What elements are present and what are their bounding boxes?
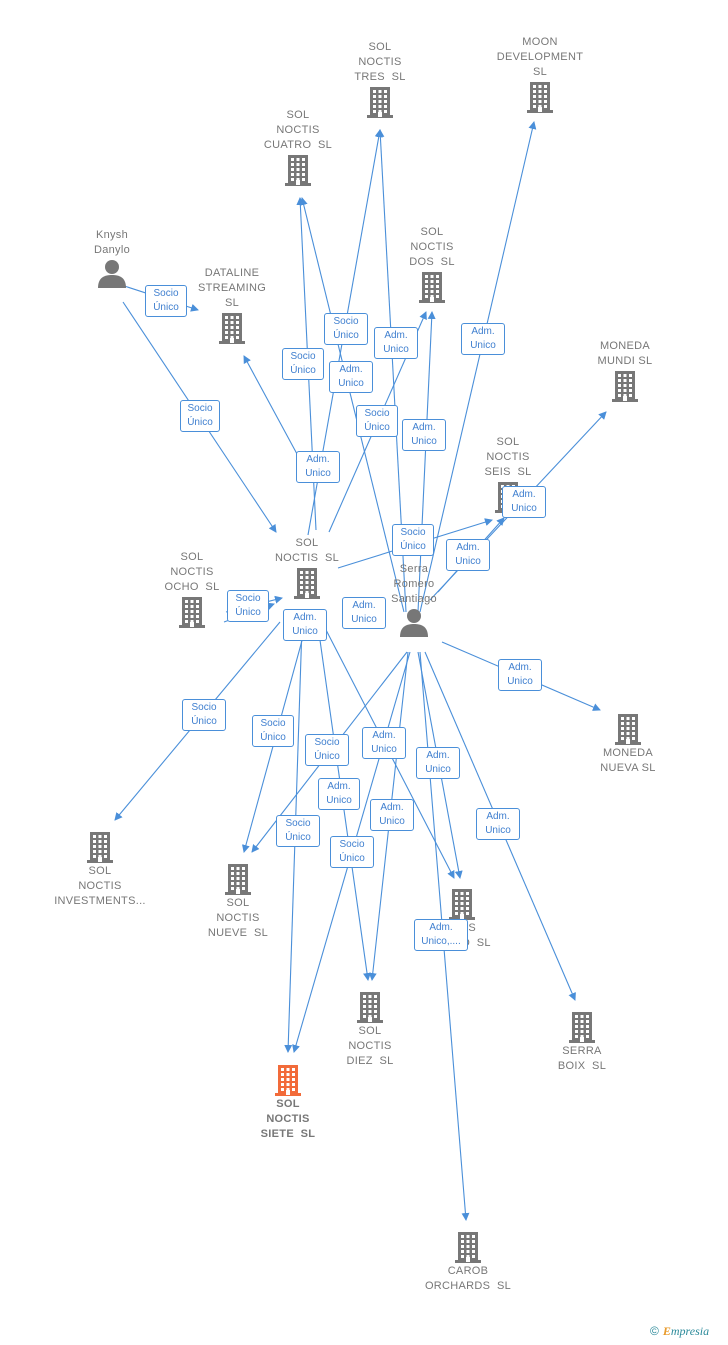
building-icon <box>565 369 685 403</box>
node-moneda-nueva[interactable]: MONEDA NUEVA SL <box>568 712 688 776</box>
relation-label: Socio Único <box>305 734 349 766</box>
building-icon <box>132 595 252 629</box>
node-sol-noctis-ocho[interactable]: SOL NOCTIS OCHO SL <box>132 550 252 629</box>
building-icon <box>228 1063 348 1097</box>
relation-label: Adm. Unico <box>362 727 406 759</box>
relation-label: Adm. Unico <box>461 323 505 355</box>
node-label: SOL NOCTIS CUATRO SL <box>263 109 333 151</box>
node-label: SOL NOCTIS SL <box>274 537 340 564</box>
building-icon <box>320 85 440 119</box>
relation-label: Adm. Unico <box>402 419 446 451</box>
brand-name: mpresia <box>670 1324 710 1338</box>
building-icon <box>408 1230 528 1264</box>
building-icon <box>522 1010 642 1044</box>
node-label: Serra Romero Santiago <box>391 563 437 605</box>
relation-label: Adm. Unico <box>296 451 340 483</box>
node-label: CAROB ORCHARDS SL <box>424 1265 512 1292</box>
node-label: SOL NOCTIS NUEVE SL <box>207 897 269 939</box>
copyright-symbol: © <box>650 1324 659 1338</box>
node-label: SOL NOCTIS SEIS SL <box>484 436 532 478</box>
person-icon <box>52 258 172 288</box>
building-icon <box>40 830 160 864</box>
relation-label: Adm. Unico <box>446 539 490 571</box>
relation-label: Socio Único <box>252 715 294 747</box>
node-label: MONEDA MUNDI SL <box>597 340 653 367</box>
relation-label: Socio Único <box>330 836 374 868</box>
relation-label: Socio Único <box>227 590 269 622</box>
node-sol-noctis-nueve[interactable]: SOL NOCTIS NUEVE SL <box>178 862 298 941</box>
node-label: SERRA BOIX SL <box>557 1045 607 1072</box>
node-carob-orchards[interactable]: CAROB ORCHARDS SL <box>408 1230 528 1294</box>
relation-label: Adm. Unico <box>329 361 373 393</box>
node-label: SOL NOCTIS INVESTMENTS... <box>54 865 146 907</box>
relation-label: Socio Único <box>392 524 434 556</box>
node-label: SOL NOCTIS SIETE SL <box>260 1098 316 1140</box>
relation-label: Adm. Unico <box>502 486 546 518</box>
node-label: DATALINE STREAMING SL <box>197 267 267 309</box>
node-sol-noctis-diez[interactable]: SOL NOCTIS DIEZ SL <box>310 990 430 1069</box>
building-icon <box>372 270 492 304</box>
relation-label: Adm. Unico,.... <box>414 919 468 951</box>
relation-label: Adm. Unico <box>416 747 460 779</box>
relation-label: Adm. Unico <box>476 808 520 840</box>
relation-label: Socio Único <box>145 285 187 317</box>
building-icon <box>568 712 688 746</box>
node-label: MOON DEVELOPMENT SL <box>496 36 584 78</box>
relation-label: Adm. Unico <box>283 609 327 641</box>
building-icon <box>402 887 522 921</box>
edge-arrow <box>299 197 405 613</box>
building-icon <box>172 311 292 345</box>
node-label: SOL NOCTIS DIEZ SL <box>346 1025 394 1067</box>
relation-label: Adm. Unico <box>370 799 414 831</box>
relation-label: Socio Único <box>324 313 368 345</box>
building-icon <box>178 862 298 896</box>
building-icon <box>480 80 600 114</box>
node-sol-noctis[interactable]: SOL NOCTIS SL <box>247 536 367 600</box>
edge-arrow <box>419 121 537 613</box>
relation-label: Socio Único <box>276 815 320 847</box>
relation-label: Socio Único <box>182 699 226 731</box>
node-sol-noctis-siete[interactable]: SOL NOCTIS SIETE SL <box>228 1063 348 1142</box>
node-label: SOL NOCTIS OCHO SL <box>164 551 220 593</box>
node-knysh-danylo[interactable]: Knysh Danylo <box>52 228 172 288</box>
brand-watermark: ©Empresia <box>650 1324 709 1339</box>
relation-label: Adm. Unico <box>374 327 418 359</box>
node-dataline-streaming[interactable]: DATALINE STREAMING SL <box>172 266 292 345</box>
relation-label: Socio Único <box>282 348 324 380</box>
relation-label: Socio Único <box>180 400 220 432</box>
edge-arrow <box>417 311 436 613</box>
building-icon <box>310 990 430 1024</box>
node-label: SOL NOCTIS TRES SL <box>354 41 406 83</box>
person-icon <box>354 607 474 637</box>
node-label: SOL NOCTIS DOS SL <box>409 226 455 268</box>
node-sol-noctis-tres[interactable]: SOL NOCTIS TRES SL <box>320 40 440 119</box>
relation-label: Adm. Unico <box>498 659 542 691</box>
node-serra-romero[interactable]: Serra Romero Santiago <box>354 562 474 637</box>
node-moneda-mundi[interactable]: MONEDA MUNDI SL <box>565 339 685 403</box>
relation-label: Adm. Unico <box>318 778 360 810</box>
relation-label: Adm. Unico <box>342 597 386 629</box>
brand-initial: E <box>662 1324 671 1338</box>
node-moon-development[interactable]: MOON DEVELOPMENT SL <box>480 35 600 114</box>
building-icon <box>238 153 358 187</box>
node-serra-boix[interactable]: SERRA BOIX SL <box>522 1010 642 1074</box>
node-sol-noctis-dos[interactable]: SOL NOCTIS DOS SL <box>372 225 492 304</box>
relation-label: Socio Único <box>356 405 398 437</box>
building-icon <box>247 566 367 600</box>
node-sol-noctis-investments[interactable]: SOL NOCTIS INVESTMENTS... <box>40 830 160 909</box>
node-label: MONEDA NUEVA SL <box>600 747 656 774</box>
node-sol-noctis-cuatro[interactable]: SOL NOCTIS CUATRO SL <box>238 108 358 187</box>
node-label: Knysh Danylo <box>93 229 131 256</box>
